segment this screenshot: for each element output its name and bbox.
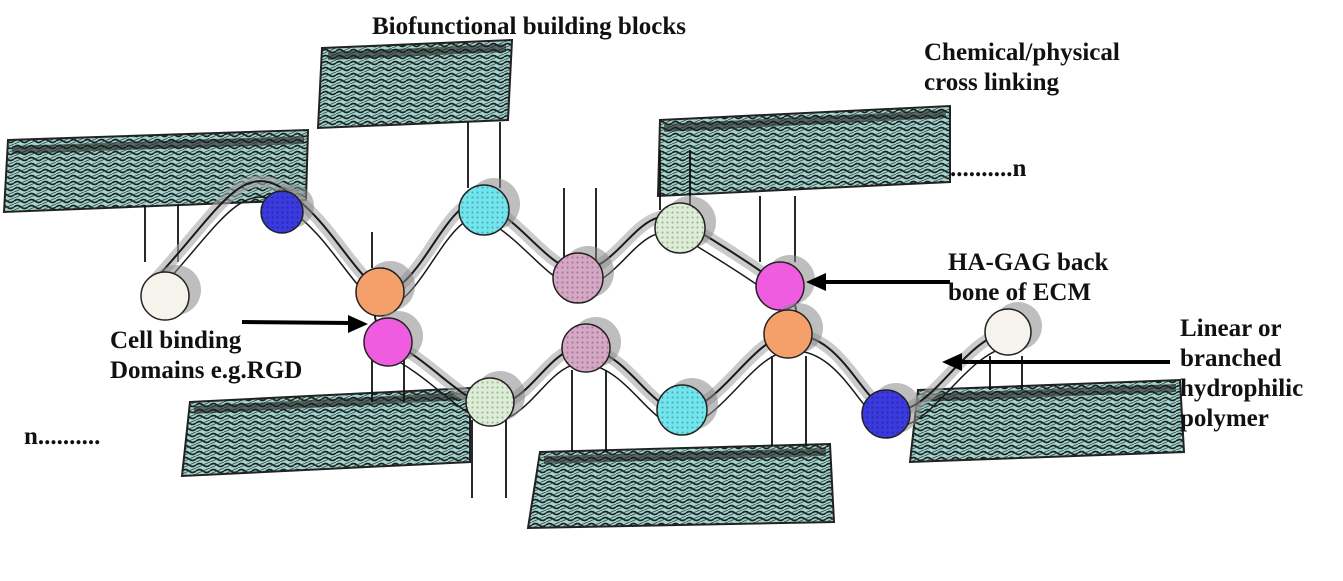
label-n-right: ..........n <box>950 155 1027 182</box>
building-block-stack-bottom-right <box>908 378 1186 464</box>
bead-cyan-top <box>458 178 520 236</box>
crosslink-lines <box>144 122 1023 498</box>
bead-magenta-right <box>755 255 815 311</box>
bead-pink-bottom <box>561 317 621 373</box>
bead-green-bottom <box>465 371 525 427</box>
label-n-left: n.......... <box>24 423 101 450</box>
label-ha-gag-backbone: HA-GAG back bone of ECM <box>948 249 1109 306</box>
building-block-stack-top-right <box>656 104 951 198</box>
bead-green-top <box>654 196 716 254</box>
arrow-backbone <box>806 273 950 291</box>
label-cell-binding-domains: Cell binding Domains e.g.RGD <box>110 327 303 384</box>
bead-white-right <box>984 302 1042 356</box>
label-hydrophilic-polymer: Linear or branched hydrophilic polymer <box>1180 315 1304 432</box>
arrow-cell-binding <box>241 315 368 333</box>
bead-blue-left <box>260 184 314 234</box>
bead-magenta-left <box>363 311 423 367</box>
bead-orange-bottom <box>763 303 823 359</box>
bead-blue-right <box>861 383 921 439</box>
bead-pink-top <box>552 246 614 304</box>
bead-cyan-bottom <box>656 378 718 436</box>
label-biofunctional-building-blocks: Biofunctional building blocks <box>372 13 687 40</box>
arrow-polymer <box>942 353 1170 371</box>
building-block-stack-top-center <box>316 38 514 130</box>
building-block-stack-bottom-center <box>526 442 836 530</box>
building-block-stack-top-left <box>2 128 310 214</box>
building-block-stack-bottom-left <box>180 386 471 478</box>
bead-white-left <box>140 265 201 321</box>
bead-orange-top <box>355 261 415 317</box>
label-crosslinking: Chemical/physical cross linking <box>924 39 1120 96</box>
